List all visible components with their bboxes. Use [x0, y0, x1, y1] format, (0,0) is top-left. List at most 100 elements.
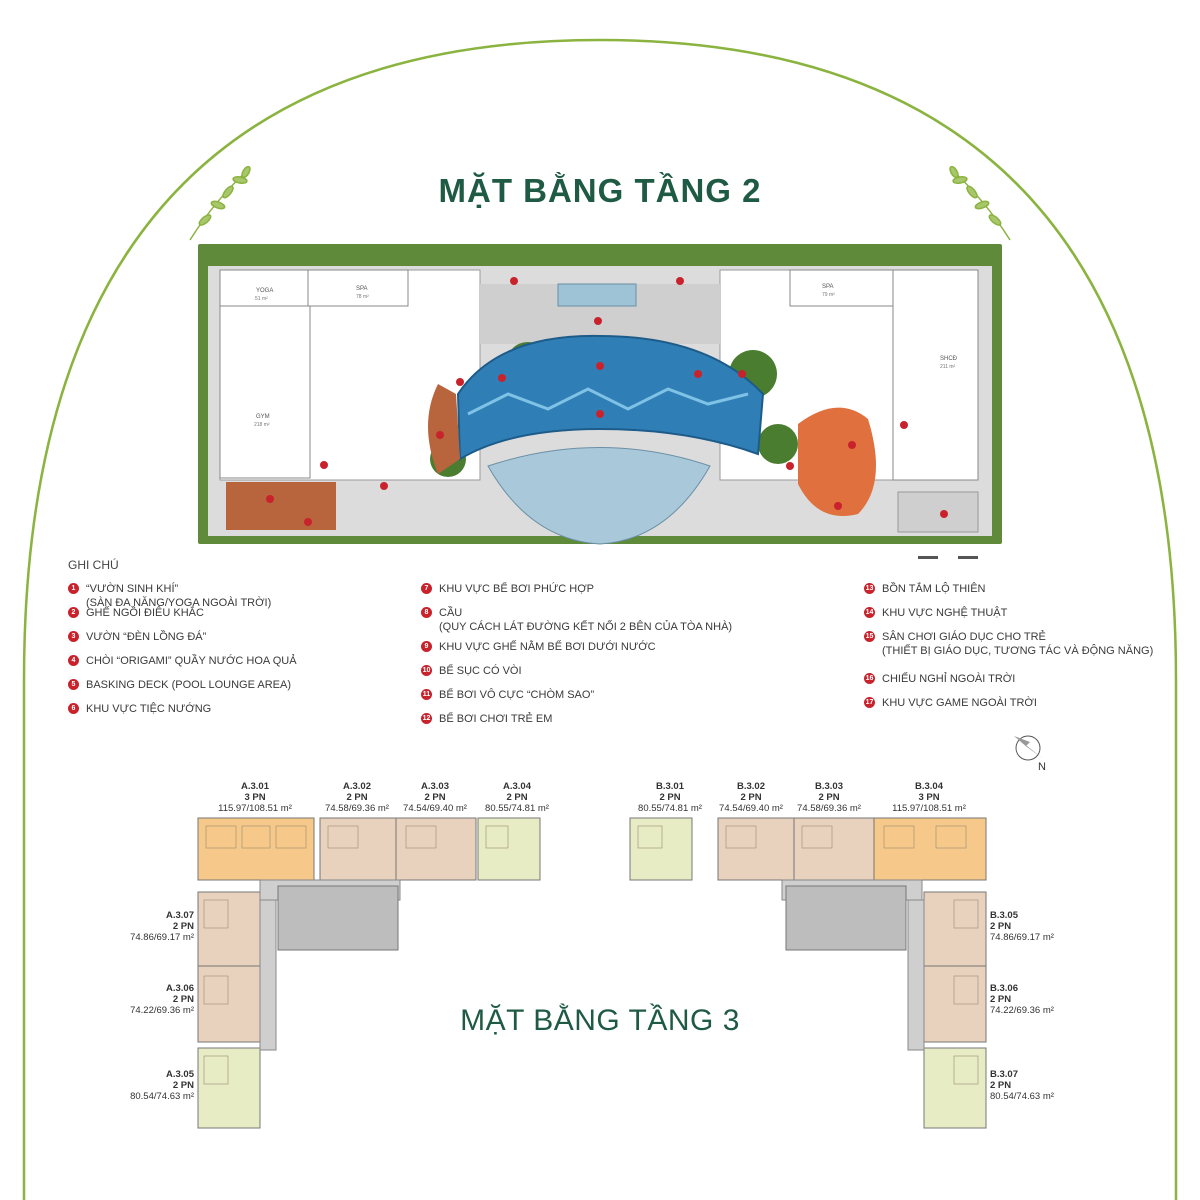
legend-text: (THIẾT BỊ GIÁO DỤC, TƯƠNG TÁC VÀ ĐỘNG NĂ… — [882, 645, 1154, 657]
infinity-pool — [456, 334, 765, 461]
legend-item: 10 BỂ SỤC CÓ VÒI — [421, 664, 522, 678]
floor2-plan: YOGA 51 m² SPA 78 m² GYM 218 m² SPA 79 m… — [198, 244, 1002, 545]
unit-b301 — [629, 817, 693, 881]
community-room-label: SHCĐ — [940, 356, 958, 362]
legend-item: 5 BASKING DECK (POOL LOUNGE AREA) — [68, 678, 291, 692]
marker-8 — [594, 317, 602, 325]
unit-b305-b306 — [923, 891, 987, 1043]
basking-deck — [428, 384, 460, 474]
kids-playground — [798, 407, 876, 516]
floor3-plan-a — [197, 817, 477, 1129]
unit-a302-a303 — [319, 817, 477, 881]
legend-item: 16 CHIẾU NGHỈ NGOÀI TRỜI — [864, 672, 1015, 686]
marker-2 — [304, 518, 312, 526]
spa-left-room — [307, 269, 409, 307]
floor3-title: MẶT BẰNG TẦNG 3 — [460, 1004, 740, 1037]
legend-number-badge: 17 — [864, 697, 875, 708]
yoga-label: YOGA — [256, 288, 273, 294]
corridor-a-vertical — [259, 899, 277, 1051]
tree-cluster — [758, 424, 798, 464]
legend-text: CHIẾU NGHỈ NGOÀI TRỜI — [882, 673, 1016, 685]
unit-label-b304: B.3.04 3 PN 115.97/108.51 m² — [892, 781, 966, 814]
outdoor-yoga-deck — [226, 482, 336, 530]
legend-number-badge: 4 — [68, 655, 79, 666]
compass-label: N — [1038, 761, 1046, 773]
legend-item: 4 CHÒI “ORIGAMI” QUẦY NƯỚC HOA QUẢ — [68, 654, 297, 668]
spa-left-area-label: 78 m² — [356, 294, 369, 300]
unit-label-b301: B.3.01 2 PN 80.55/74.81 m² — [638, 781, 702, 814]
legend-text: BỂ BƠI VÔ CỰC “CHÒM SAO” — [439, 689, 595, 701]
unit-label-a302: A.3.02 2 PN 74.58/69.36 m² — [325, 781, 389, 814]
legend-text: CẦU — [439, 607, 463, 619]
marker-13 — [456, 378, 464, 386]
marker-6b — [676, 277, 684, 285]
marker-17 — [940, 510, 948, 518]
compass-icon — [1014, 735, 1042, 761]
pool-wave-pattern — [467, 387, 749, 416]
legend-number-badge: 7 — [421, 583, 432, 594]
unit-a304-plan — [477, 817, 541, 881]
marker-4 — [380, 482, 388, 490]
marker-1 — [266, 495, 274, 503]
unit-b304 — [873, 817, 987, 881]
community-room-area-label: 211 m² — [940, 364, 956, 370]
legend-text: CHÒI “ORIGAMI” QUẦY NƯỚC HOA QUẢ — [86, 655, 297, 667]
floor3-plan-b — [629, 817, 987, 1129]
marker-7 — [498, 374, 506, 382]
unit-label-b303: B.3.03 2 PN 74.58/69.36 m² — [797, 781, 861, 814]
legend-number-badge: 14 — [864, 607, 875, 618]
legend-number-badge: 12 — [421, 713, 432, 724]
game-area — [897, 491, 979, 533]
marker-10 — [596, 362, 604, 370]
marker-16 — [900, 421, 908, 429]
marker-12 — [786, 462, 794, 470]
legend-number-badge: 11 — [421, 689, 432, 700]
legend-text: KHU VỰC BỂ BƠI PHỨC HỢP — [439, 583, 595, 595]
legend-text: SÂN CHƠI GIÁO DỤC CHO TRẺ — [882, 631, 1046, 643]
legend-item: 14 KHU VỰC NGHỆ THUẬT — [864, 606, 1007, 620]
legend-title: GHI CHÚ — [68, 558, 119, 572]
legend-item: 17 KHU VỰC GAME NGOÀI TRỜI — [864, 696, 1037, 710]
community-room — [892, 269, 979, 481]
legend-number-badge: 6 — [68, 703, 79, 714]
legend-text: BỂ SỤC CÓ VÒI — [439, 665, 522, 677]
legend-text: BASKING DECK (POOL LOUNGE AREA) — [86, 679, 291, 691]
marker-5 — [436, 431, 444, 439]
unit-label-a306: A.3.06 2 PN 74.22/69.36 m² — [130, 983, 194, 1016]
spa-right-area-label: 79 m² — [822, 292, 835, 298]
unit-label-b302: B.3.02 2 PN 74.54/69.40 m² — [719, 781, 783, 814]
yoga-room — [219, 269, 309, 307]
spa-right-label: SPA — [822, 284, 834, 290]
legend-item: 7 KHU VỰC BỂ BƠI PHỨC HỢP — [421, 582, 594, 596]
core-a — [277, 885, 399, 951]
left-leaf-ornament — [189, 165, 251, 241]
legend-item: 1“VƯỜN SINH KHÍ”(SÀN ĐA NĂNG/YOGA NGOÀI … — [68, 582, 271, 610]
gym-label: GYM — [256, 414, 270, 420]
spa-left-label: SPA — [356, 286, 368, 292]
legend-text: KHU VỰC GAME NGOÀI TRỜI — [882, 697, 1037, 709]
unit-a307-a306 — [197, 891, 261, 1043]
legend-text: KHU VỰC NGHỆ THUẬT — [882, 607, 1008, 619]
unit-label-a305: A.3.05 2 PN 80.54/74.63 m² — [130, 1069, 194, 1102]
legend-text: KHU VỰC GHẾ NẰM BỂ BƠI DƯỚI NƯỚC — [439, 641, 656, 653]
legend-text: KHU VỰC TIỆC NƯỚNG — [86, 703, 212, 715]
legend-text: BỒN TẮM LỘ THIÊN — [882, 583, 986, 595]
legend-number-badge: 5 — [68, 679, 79, 690]
plan-markers — [266, 277, 948, 526]
glass-bridge — [487, 447, 711, 545]
marker-7b — [694, 370, 702, 378]
unit-a301 — [197, 817, 315, 881]
legend-text: “VƯỜN SINH KHÍ” — [86, 583, 179, 595]
unit-label-b306: B.3.06 2 PN 74.22/69.36 m² — [990, 983, 1054, 1016]
floor2-title: MẶT BẰNG TẦNG 2 — [438, 172, 762, 209]
marker-14 — [834, 502, 842, 510]
legend-number-badge: 10 — [421, 665, 432, 676]
unit-label-b307: B.3.07 2 PN 80.54/74.63 m² — [990, 1069, 1054, 1102]
legend-item: 11 BỂ BƠI VÔ CỰC “CHÒM SAO” — [421, 688, 594, 702]
legend-number-badge: 16 — [864, 673, 875, 684]
